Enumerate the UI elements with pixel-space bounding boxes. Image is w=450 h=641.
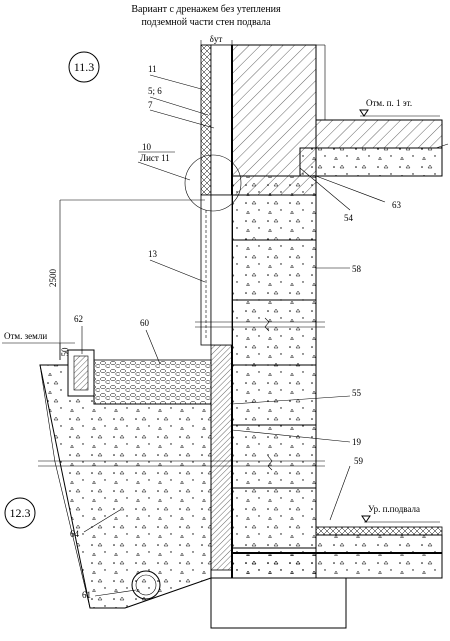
callout-64: 64 <box>70 529 80 539</box>
callout-55: 55 <box>352 388 362 398</box>
floor-slab-first-floor <box>299 119 449 177</box>
svg-text:Отм. п. 1 эт.: Отм. п. 1 эт. <box>366 98 412 108</box>
height-dimension-2500: 2500 <box>48 199 205 360</box>
callout-5-6: 5; 6 <box>148 86 162 96</box>
svg-text:50: 50 <box>60 347 70 357</box>
basement-floor <box>210 526 443 629</box>
ground-level-marker: Отм. земли 50 <box>2 331 75 360</box>
callout-13: 13 <box>148 249 158 259</box>
callout-10: 10 <box>142 142 152 152</box>
svg-text:12.3: 12.3 <box>10 506 31 520</box>
callout-sheet-11: Лист 11 <box>140 153 170 163</box>
callout-62: 62 <box>74 314 83 324</box>
title-line-2: подземной части стен подвала <box>141 17 271 28</box>
callout-11: 11 <box>148 64 157 74</box>
callout-7: 7 <box>148 100 153 110</box>
svg-text:δут: δут <box>210 34 223 44</box>
callout-63: 63 <box>392 200 402 210</box>
callout-60: 60 <box>140 318 150 328</box>
section-mark-11-3: 11.3 <box>68 51 100 83</box>
callout-61: 61 <box>82 590 91 600</box>
callout-58: 58 <box>352 264 362 274</box>
curb-stone <box>67 349 95 397</box>
callout-19: 19 <box>352 437 362 447</box>
svg-text:2500: 2500 <box>48 269 58 288</box>
callout-54: 54 <box>344 213 354 223</box>
detail-circle-10 <box>184 154 242 212</box>
basement-wall-blocks <box>231 175 317 579</box>
svg-text:Отм. земли: Отм. земли <box>4 331 47 341</box>
drain-pipe <box>131 570 161 600</box>
section-mark-12-3: 12.3 <box>4 497 36 529</box>
callout-59: 59 <box>354 456 364 466</box>
soil-backfill <box>39 364 212 609</box>
plinth-cladding <box>200 194 233 346</box>
gravel-drainage-layer <box>93 359 212 405</box>
leader-lines <box>81 74 386 597</box>
waterproofing-strip <box>210 344 233 571</box>
level-first-floor: Отм. п. 1 эт. <box>359 98 440 117</box>
level-basement-floor: Ур. п.подвала <box>361 504 440 523</box>
svg-text:11.3: 11.3 <box>74 60 95 74</box>
svg-text:Ур. п.подвала: Ур. п.подвала <box>368 504 420 514</box>
title-line-1: Вариант с дренажем без утепления <box>131 4 281 15</box>
